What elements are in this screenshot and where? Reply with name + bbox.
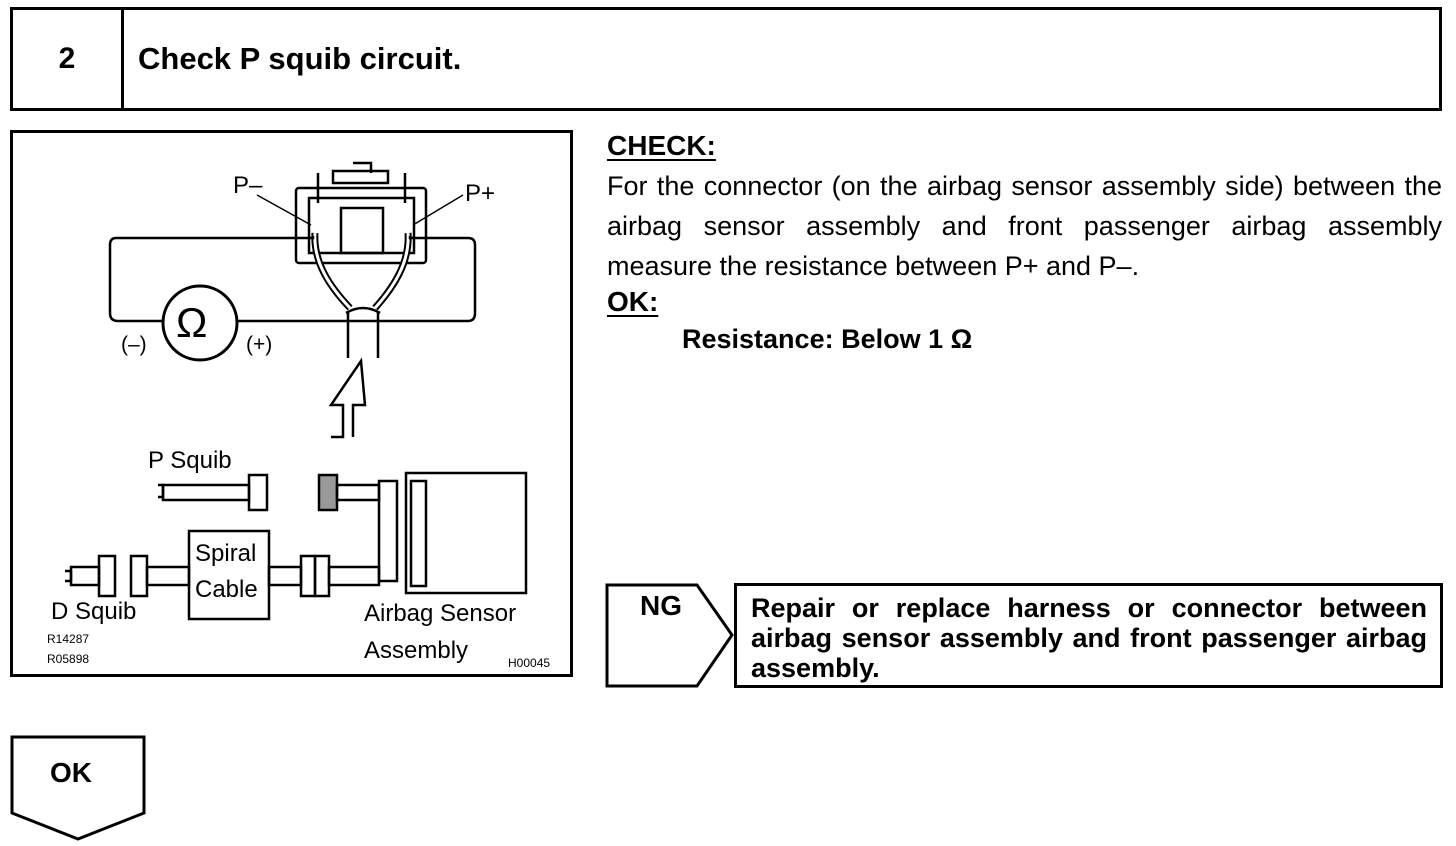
ng-action-box: Repair or replace harness or connector b… bbox=[734, 583, 1443, 688]
ohm-symbol: Ω bbox=[176, 299, 207, 346]
p-squib-connector-icon bbox=[158, 473, 399, 583]
wiring-diagram: P– P+ Ω (–) (+) P Squib Spiral Cable D S… bbox=[47, 161, 550, 670]
ok-flag-icon bbox=[10, 735, 146, 841]
airbag-sensor-box-icon bbox=[404, 471, 528, 595]
ng-label: NG bbox=[640, 590, 682, 621]
connector-icon bbox=[294, 161, 428, 265]
ref-code-1: R14287 bbox=[47, 632, 89, 646]
p-minus-leader bbox=[256, 194, 312, 226]
step-number: 2 bbox=[13, 10, 124, 108]
check-body: For the connector (on the airbag sensor … bbox=[607, 171, 1442, 281]
ref-code-2: R05898 bbox=[47, 652, 89, 666]
up-arrow-icon bbox=[328, 357, 367, 439]
ohmmeter-icon bbox=[108, 236, 477, 362]
spiral-cable-label-line2: Cable bbox=[195, 576, 258, 603]
airbag-sensor-label-line1: Airbag Sensor bbox=[364, 600, 516, 627]
spiral-cable-chain-icon bbox=[65, 529, 381, 621]
p-minus-label: P– bbox=[233, 172, 263, 199]
check-heading: CHECK: bbox=[607, 130, 716, 161]
step-title: Check P squib circuit. bbox=[138, 41, 462, 76]
step-header: 2 Check P squib circuit. bbox=[10, 7, 1442, 111]
airbag-sensor-label-line2: Assembly bbox=[364, 637, 468, 664]
p-plus-leader bbox=[412, 194, 464, 226]
ok-spec: Resistance: Below 1 Ω bbox=[682, 324, 973, 354]
ok-heading: OK: bbox=[607, 286, 659, 317]
ref-code-3: H00045 bbox=[508, 656, 550, 670]
ok-flag-label: OK bbox=[50, 757, 92, 788]
ng-action-text: Repair or replace harness or connector b… bbox=[751, 593, 1427, 683]
spiral-cable-label-line1: Spiral bbox=[195, 540, 256, 567]
p-plus-label: P+ bbox=[465, 180, 495, 207]
wiring-figure: P– P+ Ω (–) (+) P Squib Spiral Cable D S… bbox=[10, 130, 573, 677]
ng-flag-icon bbox=[605, 583, 734, 688]
p-squib-label: P Squib bbox=[148, 447, 232, 474]
connector-wires-icon bbox=[311, 232, 412, 358]
plus-terminal-label: (+) bbox=[246, 333, 272, 356]
minus-terminal-label: (–) bbox=[121, 333, 147, 356]
d-squib-label: D Squib bbox=[51, 598, 136, 625]
